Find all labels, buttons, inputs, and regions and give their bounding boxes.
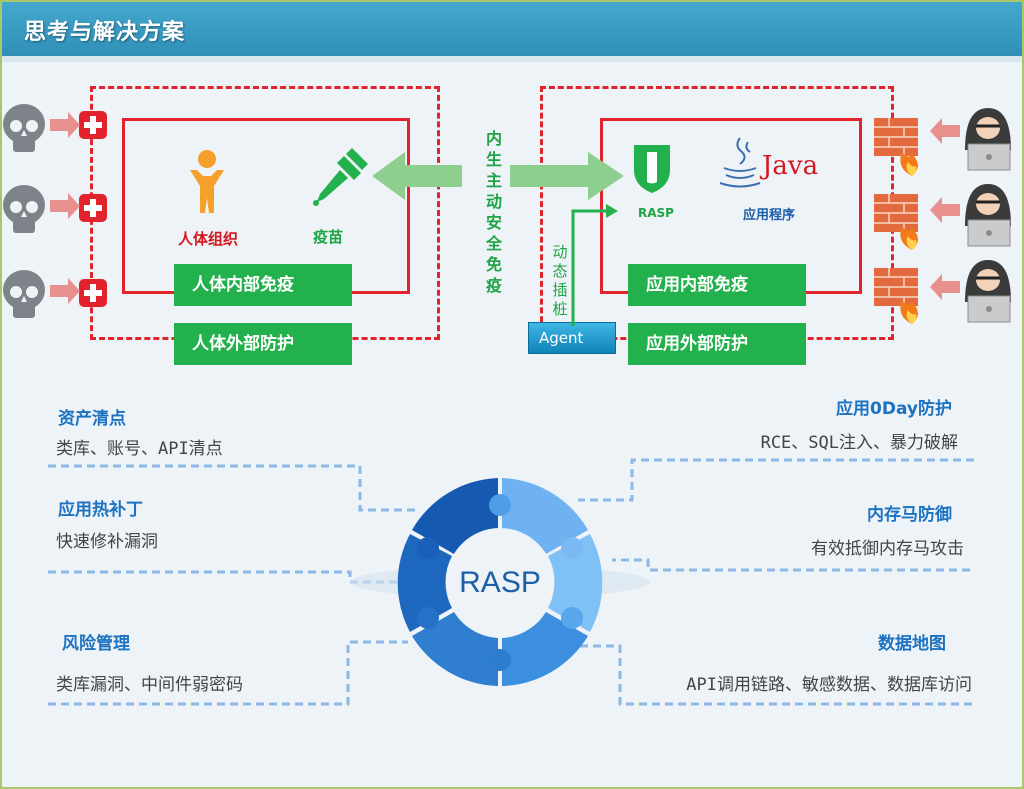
agent-box: Agent (528, 322, 616, 354)
skull-icon (3, 270, 45, 318)
human-inner-immunity-bar: 人体内部免疫 (174, 264, 352, 306)
shield-icon (634, 145, 670, 193)
hacker-icon (965, 108, 1011, 171)
red-cross-icon (79, 194, 107, 222)
feature-desc: 有效抵御内存马攻击 (811, 539, 964, 559)
header-divider (2, 56, 1022, 62)
feature-desc: 类库漏洞、中间件弱密码 (56, 675, 243, 695)
attack-arrows-right (930, 118, 960, 300)
dropper-icon (313, 148, 368, 206)
app-inner-immunity-bar: 应用内部免疫 (628, 264, 806, 306)
hacker-icon (965, 184, 1011, 247)
person-icon (190, 150, 224, 213)
java-cup-icon (719, 137, 761, 188)
page-title: 思考与解决方案 (24, 20, 186, 45)
app-outer-protection-bar: 应用外部防护 (628, 323, 806, 365)
instrumentation-line (571, 209, 610, 326)
endogenous-security-text: 内生主动安全免疫 (485, 129, 502, 295)
header-bar: 思考与解决方案 (2, 2, 1022, 56)
firewall-icon (874, 118, 918, 176)
java-text: Java (762, 151, 819, 181)
feature-title: 资产清点 (58, 409, 126, 429)
feature-title: 应用0Day防护 (836, 399, 952, 419)
skull-icon (3, 104, 45, 152)
red-cross-icon (79, 111, 107, 139)
rasp-label: RASP (638, 206, 674, 220)
vaccine-arrow (372, 152, 462, 200)
feature-title: 应用热补丁 (58, 500, 143, 520)
firewall-icon (874, 268, 918, 324)
human-tissue-label: 人体组织 (178, 230, 239, 248)
feature-desc: RCE、SQL注入、暴力破解 (760, 433, 958, 453)
hacker-icon (965, 260, 1011, 323)
feature-desc: API调用链路、敏感数据、数据库访问 (686, 675, 972, 695)
rasp-arrow (510, 152, 624, 200)
firewall-icon (874, 194, 918, 250)
feature-desc: 类库、账号、API清点 (56, 439, 223, 459)
vaccine-label: 疫苗 (313, 228, 344, 246)
feature-title: 风险管理 (62, 634, 130, 654)
rasp-wheel-label: RASP (459, 566, 541, 599)
human-outer-protection-bar: 人体外部防护 (174, 323, 352, 365)
dynamic-instrumentation-text: 动态插桩 (552, 243, 568, 318)
feature-title: 数据地图 (878, 634, 946, 654)
feature-connectors (48, 458, 974, 706)
skull-icon (3, 185, 45, 233)
feature-title: 内存马防御 (867, 505, 952, 525)
app-program-label: 应用程序 (743, 208, 796, 223)
attack-arrows-left (50, 112, 80, 304)
feature-desc: 快速修补漏洞 (56, 532, 158, 552)
red-cross-icon (79, 279, 107, 307)
rasp-puzzle-ring (350, 478, 650, 686)
